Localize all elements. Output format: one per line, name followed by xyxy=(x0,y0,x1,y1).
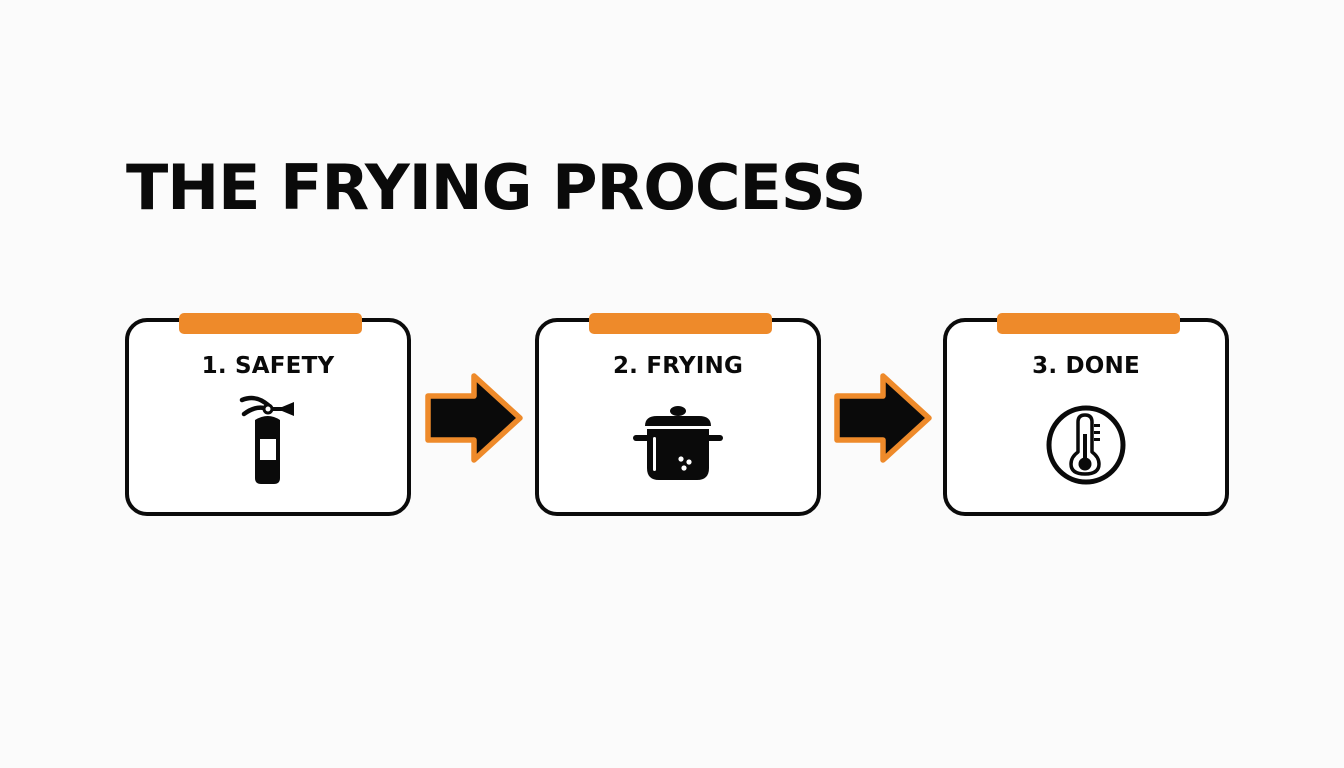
page-title: THE FRYING PROCESS xyxy=(126,151,866,224)
step-tab-accent xyxy=(997,313,1180,334)
step-label: 1. SAFETY xyxy=(201,353,335,379)
step-card-safety: 1. SAFETY xyxy=(125,313,411,516)
arrow-right-icon xyxy=(834,373,932,463)
step-tab-accent xyxy=(179,313,362,334)
step-card-frying: 2. FRYING xyxy=(535,313,821,516)
step-label: 2. FRYING xyxy=(612,353,744,379)
step-label: 3. DONE xyxy=(1032,353,1140,379)
arrow-right-icon xyxy=(425,373,523,463)
fire-extinguisher-icon xyxy=(129,394,407,486)
step-tab-accent xyxy=(589,313,772,334)
cooking-pot-icon xyxy=(539,404,817,482)
thermometer-icon xyxy=(947,404,1225,486)
step-card-done: 3. DONE xyxy=(943,313,1229,516)
